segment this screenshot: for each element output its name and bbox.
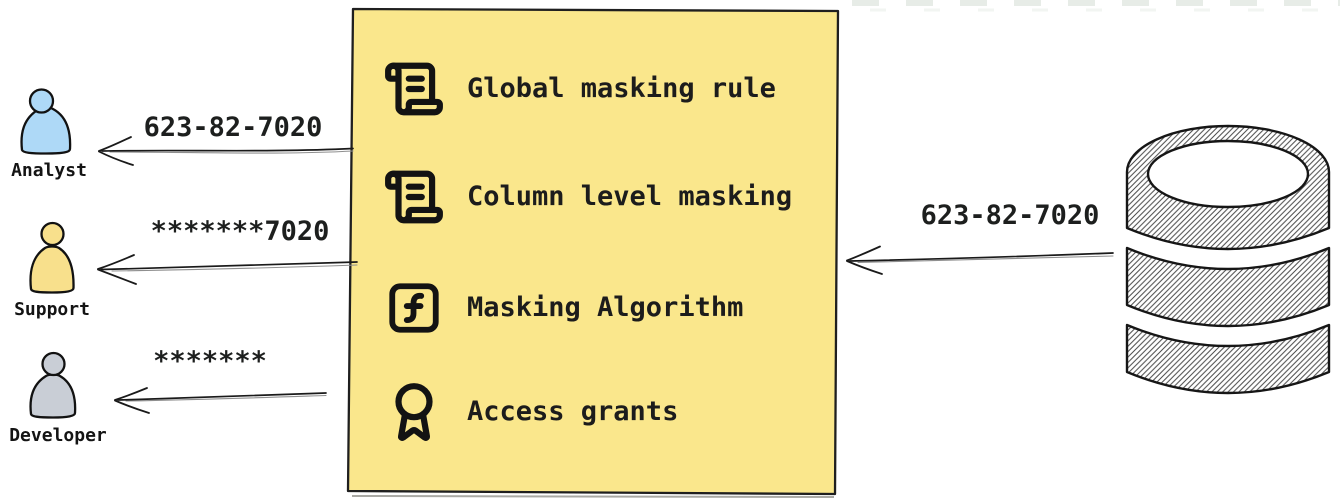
flow-label-analyst: 623-82-7020 xyxy=(143,112,323,143)
function-icon xyxy=(383,276,445,340)
box-item-label: Access grants xyxy=(467,396,679,427)
award-icon xyxy=(383,380,445,444)
box-item-label: Global masking rule xyxy=(467,73,776,104)
arrow-box-to-analyst xyxy=(98,136,354,166)
masking-box-background xyxy=(346,7,840,496)
flow-label-database: 623-82-7020 xyxy=(920,200,1100,231)
person-head xyxy=(41,351,66,377)
box-item-label: Column level masking xyxy=(467,181,793,212)
canvas-edge-dashes xyxy=(852,0,1340,12)
box-item-column-level-masking: Column level masking xyxy=(383,165,833,229)
box-item-access-grants: Access grants xyxy=(383,380,833,444)
person-head xyxy=(40,221,65,247)
persona-support-icon xyxy=(29,221,75,294)
persona-developer-icon xyxy=(29,351,77,419)
person-body xyxy=(29,245,75,294)
arrow-box-to-developer xyxy=(114,387,327,414)
persona-analyst-label: Analyst xyxy=(11,160,87,181)
flow-label-developer: ******* xyxy=(153,346,267,377)
flow-label-support: *******7020 xyxy=(150,216,330,247)
persona-developer-label: Developer xyxy=(9,425,107,446)
person-head xyxy=(28,88,55,114)
database-icon xyxy=(1125,124,1331,395)
scroll-icon xyxy=(383,165,445,229)
database-top-opening xyxy=(1146,139,1310,209)
scroll-icon xyxy=(383,57,445,121)
person-body xyxy=(20,106,72,155)
persona-analyst-icon xyxy=(20,88,72,155)
persona-support-label: Support xyxy=(14,299,90,320)
arrow-db-to-box xyxy=(846,245,1114,275)
box-item-masking-algorithm: Masking Algorithm xyxy=(383,276,833,340)
box-shadow-line xyxy=(351,495,835,498)
box-item-global-masking-rule: Global masking rule xyxy=(383,57,833,121)
person-body xyxy=(29,373,77,419)
arrow-box-to-support xyxy=(97,254,358,285)
box-item-label: Masking Algorithm xyxy=(467,292,744,323)
masking-box xyxy=(346,7,840,498)
